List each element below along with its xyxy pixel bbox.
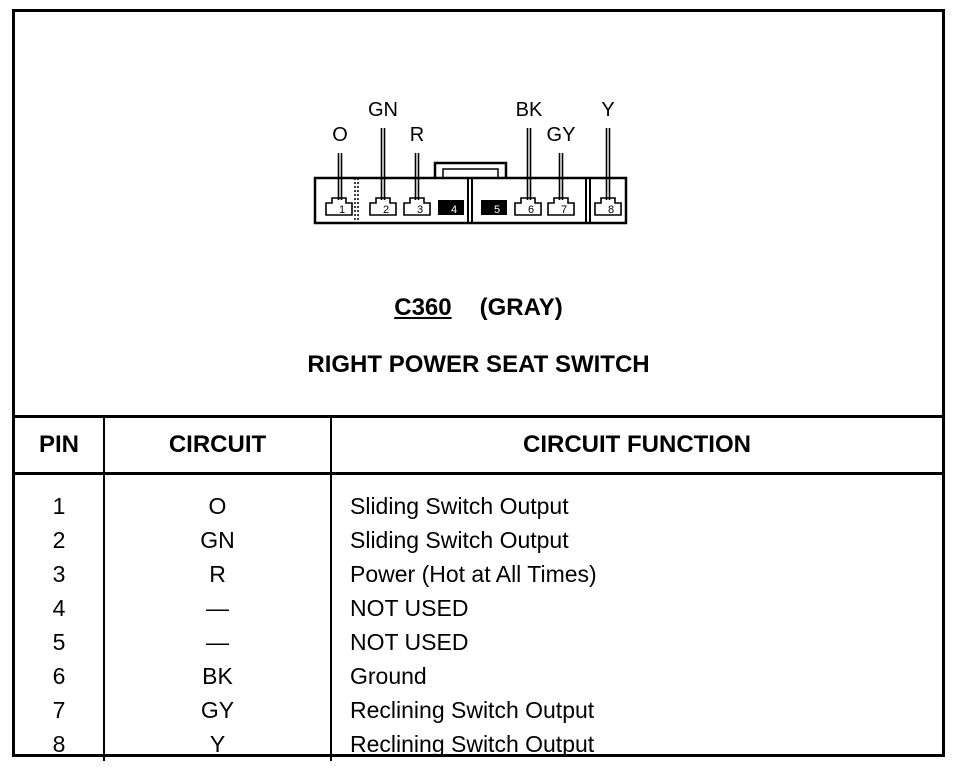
header-circuit: CIRCUIT: [103, 415, 331, 475]
circuit-function: Power (Hot at All Times): [330, 557, 942, 591]
header-circuit-function: CIRCUIT FUNCTION: [330, 415, 942, 475]
connector-cavity-5: 5: [481, 200, 507, 216]
connector-cavity-2: 2: [369, 197, 397, 216]
circuit-code: —: [103, 625, 331, 659]
cavity-number: 5: [494, 204, 500, 216]
wire-2: GN: [368, 99, 398, 200]
wire-6: BK: [516, 99, 543, 200]
cavity-number: 3: [417, 204, 423, 216]
table-header-row: PIN CIRCUIT CIRCUIT FUNCTION: [15, 415, 942, 475]
circuit-code: GN: [103, 523, 331, 557]
connector-cavity-8: 8: [594, 197, 622, 216]
connector-id: C360: [394, 294, 452, 321]
pin-number: 3: [52, 561, 66, 587]
pin-number: 4: [52, 595, 66, 621]
wire-7: GY: [547, 124, 576, 200]
pin-number: 2: [52, 527, 66, 553]
circuit-code: O: [103, 473, 331, 523]
header-pin: PIN: [15, 415, 104, 475]
cavity-number: 7: [561, 204, 567, 216]
circuit-code: R: [103, 557, 331, 591]
wire-1: O: [332, 124, 348, 200]
wire-label: GN: [368, 99, 398, 121]
wire-label: R: [410, 124, 424, 146]
connector-cavity-1: 1: [325, 197, 353, 216]
cavity-number: 2: [383, 204, 389, 216]
circuit-function: Reclining Switch Output: [330, 727, 942, 761]
circuit-code: GY: [103, 693, 331, 727]
connector-id-line: C360 (GRAY): [15, 294, 942, 322]
connector-cavity-6: 6: [514, 197, 542, 216]
connector-lock-tab: [433, 161, 508, 178]
cavity-number: 1: [339, 204, 345, 216]
wire-3: R: [410, 124, 424, 200]
circuit-code: —: [103, 591, 331, 625]
cavity-number: 4: [451, 204, 457, 216]
cavity-number: 8: [608, 204, 614, 216]
pin-number: 5: [52, 629, 66, 655]
circuit-code: Y: [103, 727, 331, 761]
circuit-code: BK: [103, 659, 331, 693]
wire-label: O: [332, 124, 348, 146]
circuit-function: NOT USED: [330, 591, 942, 625]
connector-cavity-7: 7: [547, 197, 575, 216]
cavity-number: 6: [528, 204, 534, 216]
wire-label: GY: [547, 124, 576, 146]
wire-label: BK: [516, 99, 543, 121]
circuit-function: NOT USED: [330, 625, 942, 659]
connector-cavity-4: 4: [438, 200, 464, 216]
circuit-function: Sliding Switch Output: [330, 523, 942, 557]
pin-number: 8: [52, 731, 66, 757]
connector-body: [313, 176, 628, 225]
circuit-function: Ground: [330, 659, 942, 693]
table-row: 5 —NOT USED: [15, 625, 942, 659]
wire-label: Y: [601, 99, 614, 121]
connector-color: (GRAY): [479, 294, 563, 321]
connector-title: RIGHT POWER SEAT SWITCH: [307, 351, 650, 378]
connector-cavity-3: 3: [403, 197, 431, 216]
pin-number: 7: [52, 697, 66, 723]
circuit-function: Reclining Switch Output: [330, 693, 942, 727]
circuit-function: Sliding Switch Output: [330, 473, 942, 523]
pin-number: 1: [52, 493, 66, 519]
connector-lock-tab-inner: [442, 168, 499, 178]
pin-number: 6: [52, 663, 66, 689]
table-row: 4 —NOT USED: [15, 591, 942, 625]
wire-8: Y: [601, 99, 615, 200]
